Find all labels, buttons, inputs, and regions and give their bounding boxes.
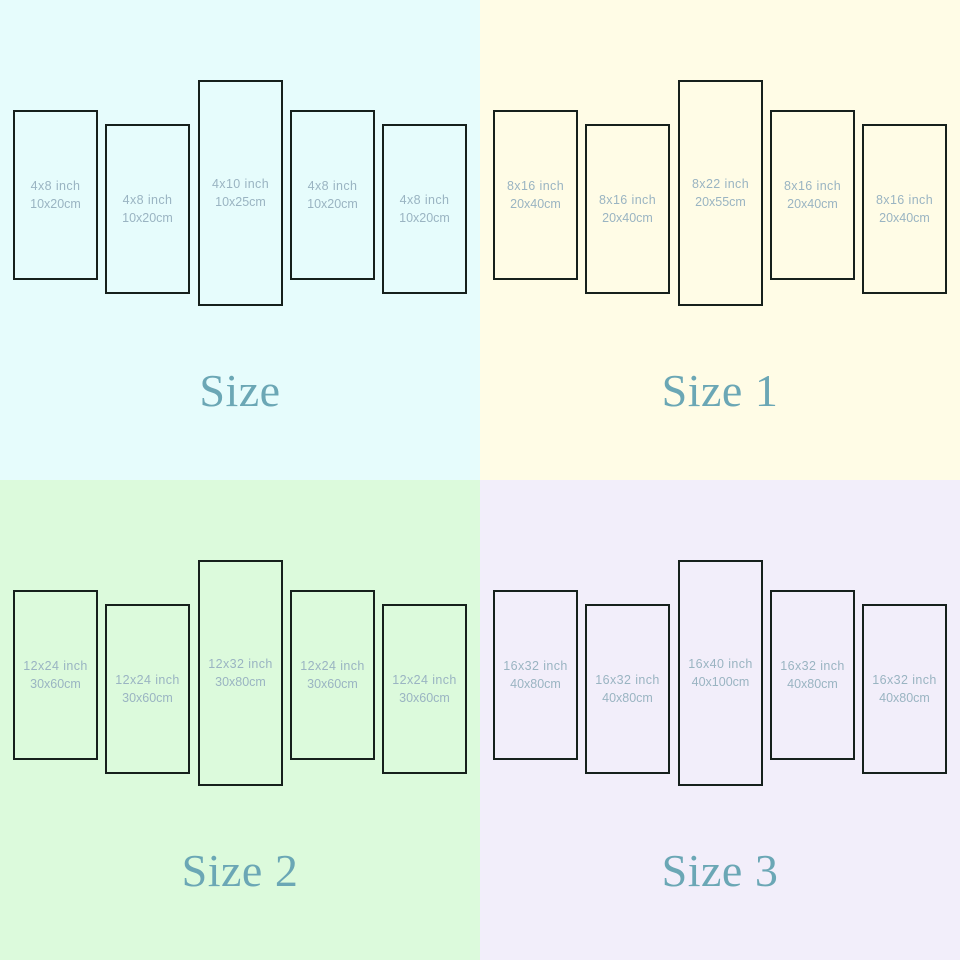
quadrant-title: Size xyxy=(199,365,281,416)
panel-size-label: 12x24 inch 30x60cm xyxy=(115,671,179,707)
canvas-panel[interactable]: 8x16 inch 20x40cm xyxy=(585,124,670,294)
panel-size-label: 12x24 inch 30x60cm xyxy=(300,657,364,693)
panel-size-label: 8x16 inch 20x40cm xyxy=(784,177,841,213)
panel-size-label: 12x24 inch 30x60cm xyxy=(392,671,456,707)
panel-size-inch: 4x8 inch xyxy=(122,192,173,207)
panel-size-label: 16x32 inch 40x80cm xyxy=(872,671,936,707)
panel-size-label: 4x8 inch 10x20cm xyxy=(122,191,173,227)
panel-size-inch: 8x16 inch xyxy=(598,192,657,207)
panel-size-cm: 10x20cm xyxy=(30,197,81,211)
canvas-panel[interactable]: 4x8 inch 10x20cm xyxy=(382,124,467,294)
panel-size-inch: 12x24 inch xyxy=(392,672,457,687)
panel-size-cm: 40x80cm xyxy=(879,691,930,705)
panel-group: 4x8 inch 10x20cm 4x8 inch 10x20cm 4x10 inch 1… xyxy=(0,0,480,340)
panel-size-cm: 40x80cm xyxy=(787,677,838,691)
panel-size-label: 16x40 inch 40x100cm xyxy=(688,655,752,691)
panel-size-inch: 4x8 inch xyxy=(399,192,450,207)
panel-size-label: 4x8 inch 10x20cm xyxy=(307,177,358,213)
canvas-panel[interactable]: 4x8 inch 10x20cm xyxy=(290,110,375,280)
panel-size-label: 8x16 inch 20x40cm xyxy=(599,191,656,227)
panel-size-label: 8x16 inch 20x40cm xyxy=(507,177,564,213)
canvas-panel[interactable]: 16x32 inch 40x80cm xyxy=(585,604,670,774)
canvas-panel[interactable]: 16x32 inch 40x80cm xyxy=(862,604,947,774)
panel-size-inch: 16x32 inch xyxy=(595,672,660,687)
canvas-panel[interactable]: 12x24 inch 30x60cm xyxy=(382,604,467,774)
panel-size-inch: 16x32 inch xyxy=(780,658,845,673)
panel-size-cm: 30x60cm xyxy=(122,691,173,705)
panel-group: 12x24 inch 30x60cm 12x24 inch 30x60cm 12x32 … xyxy=(0,480,480,820)
panel-size-label: 16x32 inch 40x80cm xyxy=(503,657,567,693)
panel-size-inch: 4x8 inch xyxy=(30,178,81,193)
quadrant-title: Size 1 xyxy=(661,365,779,416)
panel-size-label: 16x32 inch 40x80cm xyxy=(595,671,659,707)
canvas-panel[interactable]: 16x40 inch 40x100cm xyxy=(678,560,763,786)
panel-size-cm: 30x80cm xyxy=(215,675,266,689)
panel-size-label: 16x32 inch 40x80cm xyxy=(780,657,844,693)
panel-size-cm: 40x80cm xyxy=(602,691,653,705)
quadrant-size[interactable]: 4x8 inch 10x20cm 4x8 inch 10x20cm 4x10 inch 1… xyxy=(0,0,480,480)
panel-size-inch: 8x16 inch xyxy=(783,178,842,193)
panel-size-cm: 20x55cm xyxy=(695,195,746,209)
panel-size-cm: 20x40cm xyxy=(879,211,930,225)
canvas-panel[interactable]: 12x32 inch 30x80cm xyxy=(198,560,283,786)
panel-size-inch: 12x32 inch xyxy=(208,656,273,671)
canvas-panel[interactable]: 16x32 inch 40x80cm xyxy=(493,590,578,760)
panel-size-cm: 10x20cm xyxy=(122,211,173,225)
quadrant-size-2[interactable]: 12x24 inch 30x60cm 12x24 inch 30x60cm 12x32 … xyxy=(0,480,480,960)
panel-size-label: 4x8 inch 10x20cm xyxy=(399,191,450,227)
canvas-panel[interactable]: 16x32 inch 40x80cm xyxy=(770,590,855,760)
panel-size-cm: 20x40cm xyxy=(787,197,838,211)
canvas-panel[interactable]: 8x16 inch 20x40cm xyxy=(493,110,578,280)
panel-size-cm: 30x60cm xyxy=(30,677,81,691)
panel-size-label: 4x8 inch 10x20cm xyxy=(30,177,81,213)
panel-size-inch: 16x32 inch xyxy=(872,672,937,687)
panel-size-cm: 40x80cm xyxy=(510,677,561,691)
canvas-panel[interactable]: 12x24 inch 30x60cm xyxy=(290,590,375,760)
canvas-panel[interactable]: 8x22 inch 20x55cm xyxy=(678,80,763,306)
canvas-panel[interactable]: 4x8 inch 10x20cm xyxy=(105,124,190,294)
quadrant-title: Size 3 xyxy=(661,845,779,896)
panel-group: 16x32 inch 40x80cm 16x32 inch 40x80cm 16x40 … xyxy=(480,480,960,820)
quadrant-title: Size 2 xyxy=(181,845,299,896)
panel-size-cm: 40x100cm xyxy=(691,675,750,689)
panel-size-cm: 20x40cm xyxy=(510,197,561,211)
panel-size-inch: 16x32 inch xyxy=(503,658,568,673)
panel-group: 8x16 inch 20x40cm 8x16 inch 20x40cm 8x22 inc… xyxy=(480,0,960,340)
panel-size-label: 4x10 inch 10x25cm xyxy=(212,175,269,211)
panel-size-label: 8x16 inch 20x40cm xyxy=(876,191,933,227)
panel-size-inch: 12x24 inch xyxy=(23,658,88,673)
panel-size-inch: 8x16 inch xyxy=(875,192,934,207)
panel-size-cm: 10x20cm xyxy=(307,197,358,211)
canvas-panel[interactable]: 4x10 inch 10x25cm xyxy=(198,80,283,306)
panel-size-cm: 20x40cm xyxy=(602,211,653,225)
quadrant-size-1[interactable]: 8x16 inch 20x40cm 8x16 inch 20x40cm 8x22 inc… xyxy=(480,0,960,480)
canvas-panel[interactable]: 12x24 inch 30x60cm xyxy=(13,590,98,760)
panel-size-cm: 30x60cm xyxy=(399,691,450,705)
panel-size-inch: 8x16 inch xyxy=(506,178,565,193)
quadrant-size-3[interactable]: 16x32 inch 40x80cm 16x32 inch 40x80cm 16x40 … xyxy=(480,480,960,960)
panel-size-inch: 12x24 inch xyxy=(115,672,180,687)
canvas-panel[interactable]: 8x16 inch 20x40cm xyxy=(862,124,947,294)
panel-size-inch: 4x10 inch xyxy=(211,176,270,191)
panel-size-label: 12x24 inch 30x60cm xyxy=(23,657,87,693)
panel-size-cm: 10x25cm xyxy=(215,195,266,209)
panel-size-inch: 16x40 inch xyxy=(688,656,753,671)
canvas-panel[interactable]: 8x16 inch 20x40cm xyxy=(770,110,855,280)
panel-size-cm: 10x20cm xyxy=(399,211,450,225)
panel-size-inch: 12x24 inch xyxy=(300,658,365,673)
canvas-panel[interactable]: 4x8 inch 10x20cm xyxy=(13,110,98,280)
panel-size-label: 12x32 inch 30x80cm xyxy=(208,655,272,691)
panel-size-cm: 30x60cm xyxy=(307,677,358,691)
panel-size-inch: 4x8 inch xyxy=(307,178,358,193)
canvas-panel[interactable]: 12x24 inch 30x60cm xyxy=(105,604,190,774)
panel-size-label: 8x22 inch 20x55cm xyxy=(692,175,749,211)
panel-size-inch: 8x22 inch xyxy=(691,176,750,191)
